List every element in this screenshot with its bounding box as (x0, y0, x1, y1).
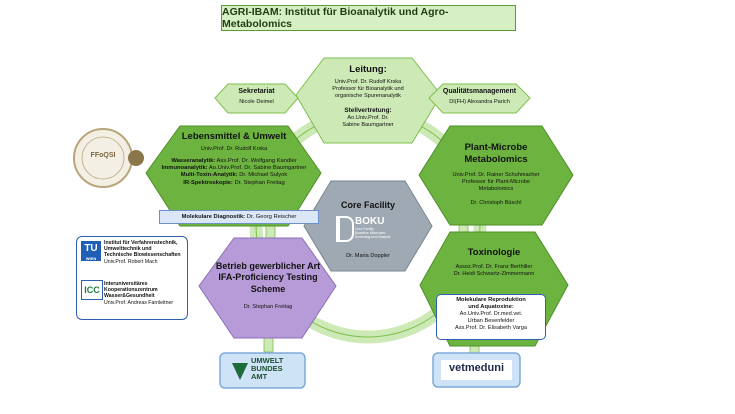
plant-title: Metabolomics (464, 153, 528, 165)
diagnostik-label: Molekulare Diagnostik: (181, 214, 246, 220)
leitung-deputy-title: Stellvertretung: (344, 106, 392, 114)
boku-logo: BOKU Core Facility Bioactive Molecules: … (336, 216, 396, 246)
qm-block: Qualitätsmanagement DI(FH) Alexandra Par… (429, 88, 530, 106)
leitung-deputy-line: Ao.Univ.Prof. Dr. (347, 114, 389, 121)
umwelt-line: UMWELT (251, 356, 284, 365)
plant-line: Metabolomics (478, 185, 514, 192)
sekretariat-title: Sekretariat (238, 88, 275, 95)
core-name: Dr. Maria Doppler (346, 253, 390, 259)
boku-logo-sub: Screening and Analysis (355, 234, 391, 239)
icc-line: Wasser&Gesundheit (104, 293, 155, 300)
betrieb-title: Scheme (250, 283, 286, 294)
leitung-hexagon (295, 57, 442, 144)
tox-box-line: Ass.Prof. Dr. Elisabeth Varga (454, 325, 528, 332)
page-title: AGRI-IBAM: Institut für Bioanalytik und … (221, 5, 516, 31)
lebensmittel-row: IR-Spektroskopie: Dr. Stephan Freitag (183, 179, 285, 186)
core-hexagon (303, 180, 433, 272)
betrieb-title: Betrieb gewerblicher Art (215, 261, 321, 271)
boku-logo-text: BOKU (355, 216, 385, 227)
tox-box-title: Molekulare Reproduktion (456, 297, 526, 303)
tu-logo-text: TU (84, 243, 98, 254)
umwelt-line: BUNDES (251, 363, 283, 373)
sekretariat-block: Sekretariat Nicole Deimel (215, 88, 298, 106)
tu-line: Technische Biowissenschaften (104, 252, 181, 259)
plant-line: Univ.Prof. Dr. Rainer Schuhmacher (452, 171, 540, 178)
icc-line: Interuniversitäres (104, 281, 148, 287)
leitung-line: Professor für Bioanalytik und (332, 85, 404, 92)
boku-logo-sub: Core Facility (355, 227, 374, 231)
ffoqsi-text: FFoQSI (90, 152, 116, 159)
plant-hexagon (418, 125, 574, 226)
tox-box-title: und Aquatoxine: (468, 304, 514, 311)
lebensmittel-block: Lebensmittel & Umwelt Univ.Prof. Dr. Rud… (150, 131, 318, 187)
plant-line: Professor für Plant-Microbe (461, 178, 531, 185)
icc-line: Kooperationszentrum (104, 287, 158, 294)
lebensmittel-row: Wasseranalytik: Ass.Prof. Dr. Wolfgang K… (171, 157, 297, 164)
tu-line: Institut für Verfahrenstechnik, (104, 240, 178, 246)
plant-block: Plant-Microbe Metabolomics Univ.Prof. Dr… (422, 142, 570, 207)
leitung-title: Leitung: (349, 64, 387, 75)
molekulare-reproduktion-box: Molekulare Reproduktion und Aquatoxine: … (436, 294, 546, 340)
core-title: Core Facility (340, 200, 396, 210)
molekulare-diagnostik-box: Molekulare Diagnostik: Dr. Georg Reische… (159, 210, 319, 224)
diagnostik-name: Dr. Georg Reischer (246, 214, 297, 220)
tox-box-line: Ao.Univ.Prof. Dr.med.vet. (459, 311, 523, 318)
sekretariat-name: Nicole Deimel (239, 98, 274, 105)
betrieb-block: Betrieb gewerblicher Art IFA-Proficiency… (206, 261, 330, 311)
leitung-block: Leitung: Univ.Prof. Dr. Rudolf Krska Pro… (300, 64, 436, 129)
qm-title: Qualitätsmanagement (442, 88, 517, 95)
tu-wien-box: TU WIEN Institut für Verfahrenstechnik, … (76, 236, 188, 320)
betrieb-name: Dr. Stephan Freitag (243, 303, 293, 310)
toxi-block: Toxinologie Assoz.Prof. Dr. Franz Berthi… (424, 247, 564, 278)
leitung-line: organische Spurenanalytik (335, 92, 401, 99)
icc-logo: ICC (81, 280, 103, 300)
lebensmittel-hexagon (145, 125, 322, 227)
leitung-deputy-line: Sabine Baumgartner (342, 121, 394, 128)
lebensmittel-row: Immunoanalytik: Ao.Univ.Prof. Dr. Sabine… (161, 165, 307, 172)
umwelt-logo-text: UMWELT BUNDES AMT (251, 357, 283, 381)
boku-logo-sub: Bioactive Molecules: (355, 230, 386, 235)
betrieb-title: IFA-Proficiency Testing (218, 272, 318, 283)
lebensmittel-row: Multi-Toxin-Analytik: Dr. Michael Sulyok (180, 172, 288, 179)
icc-line: Univ.Prof. Andreas Farnleitner (104, 299, 174, 306)
lebensmittel-title: Lebensmittel & Umwelt (181, 131, 287, 142)
toxi-line: Assoz.Prof. Dr. Franz Berthiller (455, 263, 533, 270)
qm-hexagon (428, 83, 531, 114)
ffoqsi-badge (128, 150, 144, 166)
umwelt-line: AMT (251, 371, 268, 381)
betrieb-hexagon (198, 237, 337, 339)
toxi-line: Dr. Heidi Schwartz-Zimmermann (453, 270, 535, 277)
boku-icon (336, 216, 354, 242)
lebensmittel-head: Univ.Prof. Dr. Rudolf Krska (200, 145, 268, 152)
plant-title: Plant-Microbe (464, 142, 528, 153)
toxi-title: Toxinologie (467, 247, 521, 258)
plant-extra: Dr. Christoph Büschl (470, 199, 522, 206)
tox-box-line: Urban Besenfelder (467, 318, 515, 325)
umwelt-icon (232, 363, 248, 380)
tu-line: Univ.Prof. Robert Mach (104, 258, 158, 265)
core-block: Core Facility (308, 200, 428, 211)
umwelt-logo-box (219, 352, 306, 389)
vetmed-logo-text: vetmeduni (448, 362, 504, 374)
tu-logo: TU WIEN (81, 241, 101, 261)
tu-logo-sub: WIEN (85, 256, 97, 261)
tu-line: Umwelttechnik und (104, 246, 152, 253)
qm-name: DI(FH) Alexandra Parich (449, 98, 510, 105)
leitung-line: Univ.Prof. Dr. Rudolf Krska (334, 78, 402, 85)
sekretariat-hexagon (214, 83, 299, 114)
